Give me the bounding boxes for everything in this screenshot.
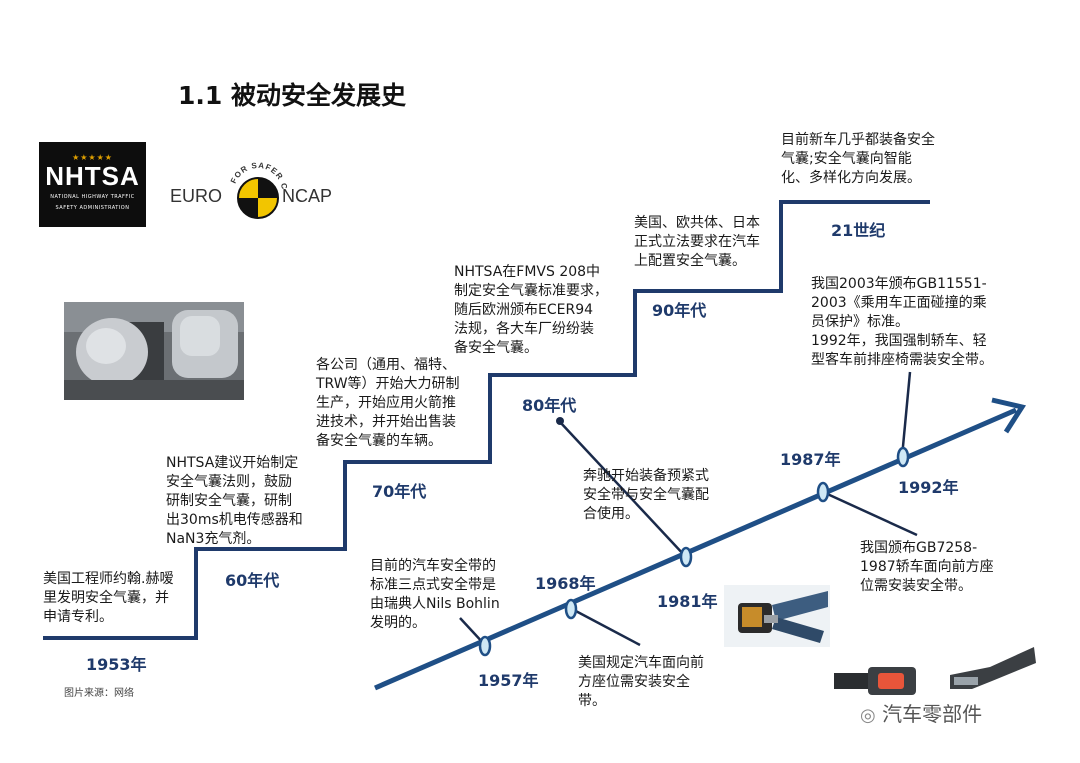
desc-line: 方座位需安装安全 [578, 674, 690, 690]
node-1957 [478, 635, 492, 657]
desc-line: 制定安全气囊标准要求， [454, 283, 608, 299]
desc-line: 美国工程师约翰.赫嗳 [43, 571, 174, 587]
desc-line: 由瑞典人Nils Bohlin [370, 596, 500, 612]
belt-tongue-icon [950, 647, 1036, 689]
desc-line: 气囊;安全气囊向智能 [781, 151, 912, 167]
desc-line: 位需安装安全带。 [860, 578, 972, 594]
milestone-desc-1957: 目前的汽车安全带的 标准三点式安全带是 由瑞典人Nils Bohlin 发明的。 [370, 557, 500, 633]
desc-line: 上配置安全气囊。 [634, 253, 746, 269]
node-1981 [679, 546, 693, 568]
desc-line: 1992年，我国强制轿车、轻 [811, 333, 987, 349]
nhtsa-logo: ★★★★★ NHTSA NATIONAL HIGHWAY TRAFFIC SAF… [39, 142, 146, 227]
desc-line: 各公司（通用、福特、 [316, 357, 456, 373]
desc-line: 带。 [578, 693, 606, 709]
desc-line: 我国颁布GB7258- [860, 540, 978, 556]
desc-line: NHTSA建议开始制定 [166, 455, 299, 471]
step-desc-80s: NHTSA在FMVS 208中 制定安全气囊标准要求， 随后欧洲颁布ECER94… [454, 263, 608, 358]
step-desc-21c: 目前新车几乎都装备安全 气囊;安全气囊向智能 化、多样化方向发展。 [781, 131, 935, 188]
desc-line: 1987轿车面向前方座 [860, 559, 994, 575]
milestone-label-1987: 1987年 [780, 450, 841, 469]
watermark-text: 汽车零部件 [882, 702, 983, 726]
source-note: 图片来源：网络 [64, 688, 134, 699]
milestone-label-1992: 1992年 [898, 478, 959, 497]
desc-line: 目前的汽车安全带的 [370, 558, 496, 574]
step-desc-70s: 各公司（通用、福特、 TRW等）开始大力研制 生产，开始应用火箭推 进技术，并开… [316, 356, 460, 451]
desc-line: 备安全气囊的车辆。 [316, 433, 442, 449]
node-1992 [896, 446, 910, 468]
belt-buckle-icon [834, 667, 916, 695]
desc-line: 美国规定汽车面向前 [578, 655, 704, 671]
step-desc-60s: NHTSA建议开始制定 安全气囊法则，鼓励 研制安全气囊，研制 出30ms机电传… [166, 454, 303, 549]
euroncap-emblem-icon: FOR SAFER CARS [165, 143, 288, 219]
connector-1992 [900, 371, 912, 458]
step-label-80s: 80年代 [522, 396, 577, 415]
desc-line: NaN3充气剂。 [166, 531, 261, 547]
nhtsa-line2: SAFETY ADMINISTRATION [55, 205, 130, 211]
milestone-desc-1981: 奔驰开始装备预紧式 安全带与安全气囊配 合使用。 [583, 467, 709, 524]
desc-line: 标准三点式安全带是 [370, 577, 496, 593]
step-label-90s: 90年代 [652, 301, 707, 320]
desc-line: 生产，开始应用火箭推 [316, 395, 456, 411]
nhtsa-stars: ★★★★★ [72, 153, 113, 162]
milestone-desc-1987: 我国颁布GB7258- 1987轿车面向前方座 位需安装安全带。 [860, 539, 994, 596]
desc-line: NHTSA在FMVS 208中 [454, 264, 601, 280]
desc-line: 目前新车几乎都装备安全 [781, 132, 935, 148]
desc-line: TRW等）开始大力研制 [316, 376, 460, 392]
desc-line: 出30ms机电传感器和 [166, 512, 303, 528]
desc-line: 研制安全气囊，研制 [166, 493, 292, 509]
desc-line: 进技术，并开始出售装 [316, 414, 456, 430]
desc-line: 申请专利。 [43, 609, 113, 625]
step-label-60s: 60年代 [225, 571, 280, 590]
connector-1968 [571, 607, 641, 647]
milestone-desc-1968: 美国规定汽车面向前 方座位需安装安全 带。 [578, 654, 704, 711]
desc-line: 合使用。 [583, 506, 639, 522]
desc-line: 随后欧洲颁布ECER94 [454, 302, 594, 318]
node-1987 [816, 481, 830, 503]
desc-line: 发明的。 [370, 615, 426, 631]
airbag-photo [64, 302, 244, 400]
step-desc-1953: 美国工程师约翰.赫嗳 里发明安全气囊，并 申请专利。 [43, 570, 173, 627]
desc-line: 我国2003年颁布GB11551- [811, 276, 987, 292]
step-label-1953: 1953年 [86, 655, 147, 674]
desc-line: 安全带与安全气囊配 [583, 487, 709, 503]
desc-line: 里发明安全气囊，并 [43, 590, 169, 606]
wechat-icon: ◎ [860, 705, 876, 726]
nhtsa-name: NHTSA [45, 161, 140, 191]
connector-1987 [822, 490, 918, 537]
arrow-head-icon [991, 397, 1027, 434]
step-label-70s: 70年代 [372, 482, 427, 501]
connector-1981 [559, 421, 686, 557]
airbag-staircase-line [43, 200, 930, 640]
desc-line: 化、多样化方向发展。 [781, 170, 921, 186]
pointer-dot-80s [556, 417, 564, 425]
desc-line: 美国、欧共体、日本 [634, 215, 760, 231]
desc-line: 员保护》标准。 [811, 314, 909, 330]
euro-word: EURO [170, 186, 223, 206]
desc-line: 奔驰开始装备预紧式 [583, 468, 709, 484]
page-title: 1.1 被动安全发展史 [178, 81, 406, 110]
ncap-word: NCAP [282, 186, 333, 206]
milestone-label-1957: 1957年 [478, 671, 539, 690]
milestone-label-1968: 1968年 [535, 574, 596, 593]
desc-line: 备安全气囊。 [454, 340, 538, 356]
nhtsa-line1: NATIONAL HIGHWAY TRAFFIC [50, 194, 135, 200]
euroncap-logo: FOR SAFER CARS EURO NCAP [165, 143, 338, 226]
milestone-label-1981: 1981年 [657, 592, 718, 611]
desc-line: 2003《乘用车正面碰撞的乘 [811, 295, 987, 311]
step-desc-90s: 美国、欧共体、日本 正式立法要求在汽车 上配置安全气囊。 [634, 214, 760, 271]
step-label-21c: 21世纪 [831, 221, 886, 240]
seatbelt-buckle-photo [724, 585, 830, 647]
seatbelt-icons [834, 647, 1036, 695]
desc-line: 安全气囊法则，鼓励 [166, 474, 292, 490]
node-1968 [564, 598, 578, 620]
desc-line: 正式立法要求在汽车 [634, 234, 760, 250]
wechat-watermark: ◎ 汽车零部件 [860, 698, 982, 727]
desc-line: 型客车前排座椅需装安全带。 [811, 352, 993, 368]
milestone-desc-1992: 我国2003年颁布GB11551- 2003《乘用车正面碰撞的乘 员保护》标准。… [811, 275, 993, 370]
desc-line: 法规，各大车厂纷纷装 [454, 321, 594, 337]
